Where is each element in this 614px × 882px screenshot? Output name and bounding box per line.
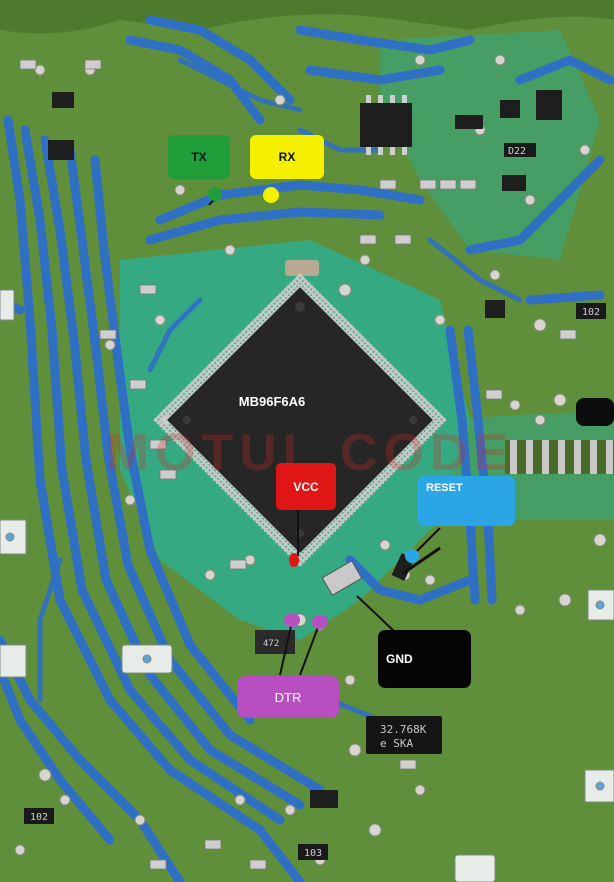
vcc-pin-marker xyxy=(289,553,299,567)
mcu-part-number: MB96F6A6 xyxy=(239,394,305,409)
res-marking-bottom: 103 xyxy=(304,848,322,859)
crystal: 32.768K e SKA xyxy=(366,716,442,754)
dtr-label: DTR xyxy=(274,689,302,705)
copper-traces xyxy=(0,15,614,882)
eeprom-chip xyxy=(360,95,412,155)
crystal-marking-2: e SKA xyxy=(380,737,413,750)
dtr-callout: DTR xyxy=(237,676,339,718)
leds xyxy=(0,289,614,882)
tx-label: TX xyxy=(191,150,207,164)
res-marking-bottom-left: 102 xyxy=(30,812,48,823)
tx-callout: TX xyxy=(168,135,230,179)
vcc-callout: VCC xyxy=(276,463,336,510)
crystal-marking-1: 32.768K xyxy=(380,723,427,736)
pin-markers xyxy=(208,187,419,629)
reset-pin-marker xyxy=(405,549,419,563)
edge-connector xyxy=(505,398,614,474)
mcu-chip xyxy=(152,272,448,568)
reset-callout: RESET xyxy=(418,476,515,526)
resistors: D22 102 102 103 472 xyxy=(24,143,606,860)
gnd-callout: GND xyxy=(378,630,471,688)
dtr-pin-marker-1 xyxy=(284,613,300,627)
rx-label: RX xyxy=(278,150,296,164)
res-marking-right: 102 xyxy=(582,307,600,318)
tx-pin-marker xyxy=(208,187,222,201)
rx-callout: RX xyxy=(250,135,324,179)
res-marking-top-right: D22 xyxy=(508,146,526,157)
dtr-pin-marker-2 xyxy=(312,615,328,629)
reset-label: RESET xyxy=(426,482,463,494)
gnd-label: GND xyxy=(386,652,413,666)
res-marking-dtr: 472 xyxy=(263,639,279,649)
vcc-label: VCC xyxy=(293,479,319,494)
rx-pin-marker xyxy=(263,187,279,203)
